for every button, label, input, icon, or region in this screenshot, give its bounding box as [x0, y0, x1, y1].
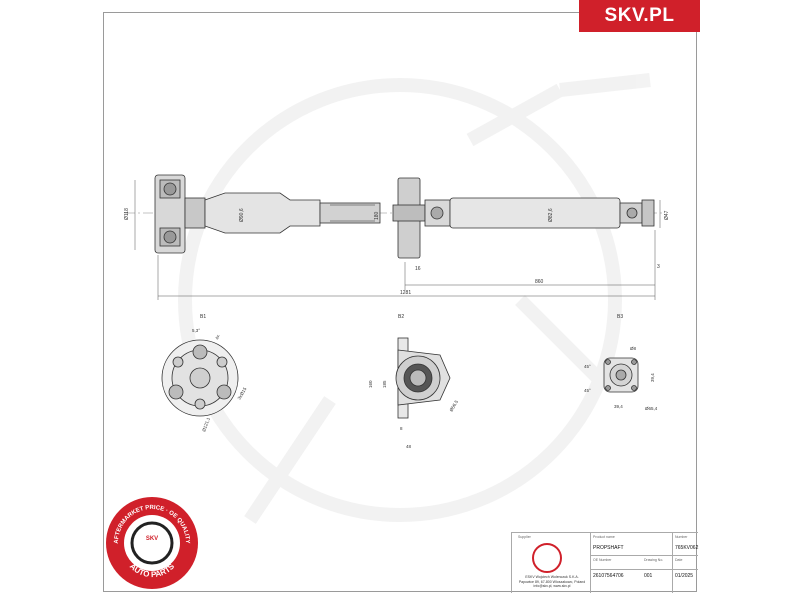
dim-3: 3 [657, 264, 660, 270]
dim-tube1-dia: Ø90,6 [239, 208, 245, 222]
drawing-frame [103, 12, 697, 592]
b3-flange-view [603, 357, 639, 393]
b2-bearing-view [395, 337, 451, 419]
left-flange [154, 174, 206, 254]
dim-flange-dia: Ø118 [124, 208, 130, 220]
ver-number: 001 [644, 573, 653, 579]
company-label: Supplier [518, 535, 531, 539]
dim-total-length: 1281 [400, 290, 411, 296]
title-block: Supplier ESKV Wojciech Wolenczuk S.K.A. … [511, 532, 698, 593]
section-label-b2: B2 [398, 314, 404, 320]
dim-right-length: 860 [535, 279, 544, 285]
b2-w: 48 [406, 444, 412, 449]
oe-label: OE Number [593, 558, 612, 562]
shaft-section-1 [204, 192, 381, 234]
date-value: 01/2025 [675, 573, 694, 579]
b3-a2: 45° [584, 388, 591, 393]
b3-hole: Ø8 [630, 346, 637, 351]
center-bearing [392, 177, 451, 259]
b1-angle: 5,3° [192, 328, 200, 333]
b1-flange-view [161, 339, 239, 417]
oe-number: 26107564706 [593, 573, 624, 579]
b2-h2: 185 [382, 380, 387, 388]
date-label: Date [675, 558, 683, 562]
b3-h: 39,4 [650, 373, 655, 382]
dimension-lines [134, 180, 661, 300]
section-label-b3: B3 [617, 314, 623, 320]
ver-label: Drawing No. [644, 558, 664, 562]
dim-tube2-dia: Ø82,6 [548, 208, 554, 222]
product-name: PROPSHAFT [593, 545, 624, 551]
quality-seal: AFTERMARKET PRICE · OE QUALITY AUTO PART… [106, 497, 198, 589]
b2-s: 8 [400, 426, 403, 431]
b1-bolt: 4x [214, 333, 221, 340]
section-label-b1: B1 [200, 314, 206, 320]
product-number: 765KV062 [675, 545, 699, 551]
b1-hole: 3xØ15 [237, 386, 248, 400]
b2-d: Ø56,5 [449, 399, 460, 413]
watermark [178, 73, 651, 524]
company-seal-icon [532, 543, 562, 573]
product-label: Product name [593, 535, 615, 539]
dim-right-dia: Ø47 [664, 210, 670, 220]
b2-h1: 160 [368, 380, 373, 388]
number-label: Number [675, 535, 688, 539]
b3-w: 39,4 [614, 404, 623, 409]
seal-center-text: SKV [146, 536, 158, 542]
b1-pcd: Ø121,1 [201, 416, 211, 432]
b3-a1: 45° [584, 364, 591, 369]
dim-16: 16 [415, 266, 421, 272]
brand-logo[interactable]: SKV.PL [579, 0, 700, 32]
company-address: ESKV Wojciech Wolenczuk S.K.A. Papowice … [518, 575, 586, 588]
dim-center-height: 180 [374, 211, 380, 220]
b3-d: Ø65,4 [645, 406, 658, 411]
shaft-section-2 [449, 197, 655, 229]
